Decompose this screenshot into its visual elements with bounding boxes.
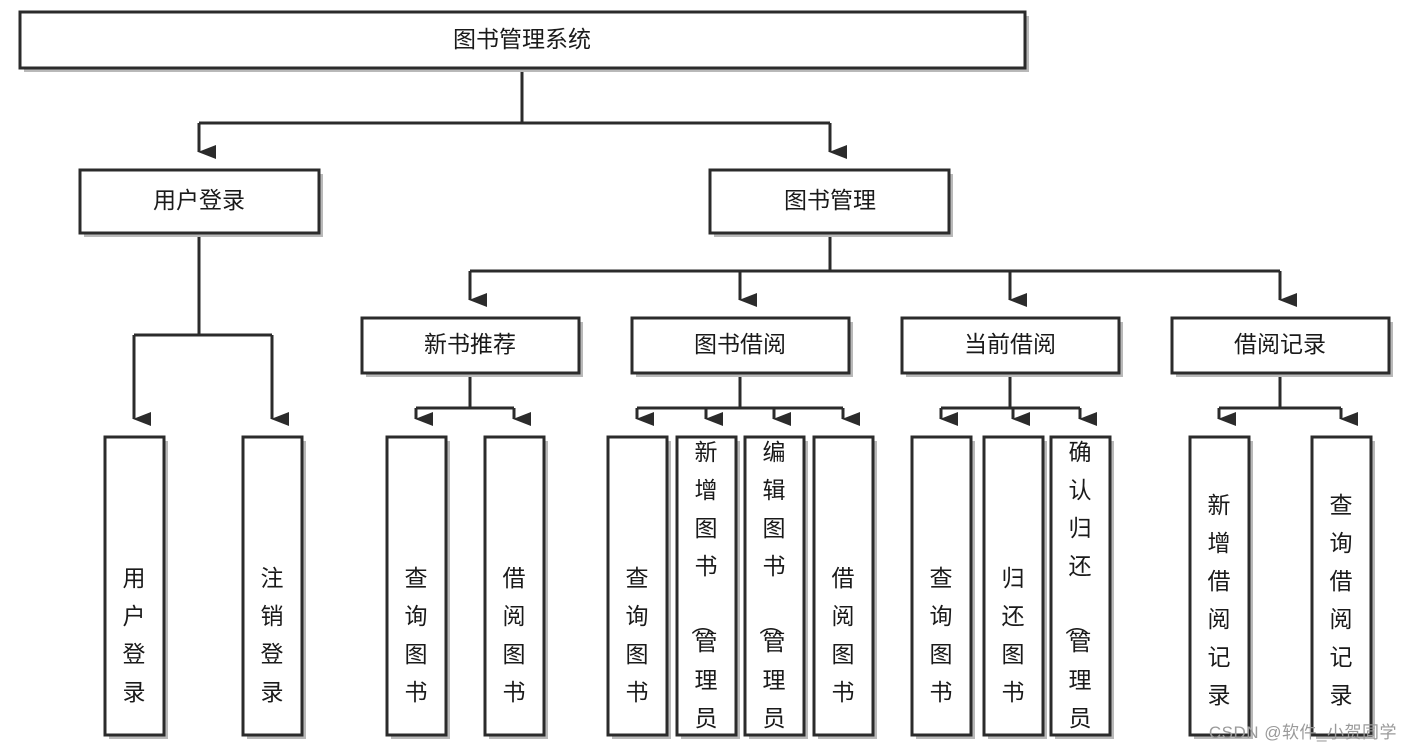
connector-borrow-to-leaves xyxy=(635,373,860,426)
node-user-login-label: 用户登录 xyxy=(153,187,245,213)
node-new-book-recommend[interactable]: 新书推荐 xyxy=(360,316,583,377)
connector-layer xyxy=(132,68,1358,426)
leaf-add-book-admin[interactable]: 新增图书（管理员） xyxy=(675,435,740,747)
leaf-query-book-3-label: 查询图书 xyxy=(930,565,953,705)
leaf-return-book-label: 归还图书 xyxy=(1002,565,1025,705)
node-book-borrow-label: 图书借阅 xyxy=(694,331,786,357)
connector-record-to-leaves xyxy=(1217,373,1358,426)
connector-newbook-to-leaves xyxy=(414,373,531,426)
leaf-return-book[interactable]: 归还图书 xyxy=(982,435,1047,739)
leaf-add-borrow-record[interactable]: 新增借阅记录 xyxy=(1188,435,1253,739)
leaf-borrow-book-1-label: 借阅图书 xyxy=(503,565,526,705)
leaf-borrow-book-1[interactable]: 借阅图书 xyxy=(483,435,548,739)
leaf-query-book-2[interactable]: 查询图书 xyxy=(606,435,671,739)
node-current-borrow-label: 当前借阅 xyxy=(964,331,1056,357)
leaf-user-login[interactable]: 用户登录 xyxy=(103,435,168,739)
leaf-confirm-return-admin[interactable]: 确认归还（管理员） xyxy=(1049,435,1114,747)
leaf-logout-label: 注销登录 xyxy=(261,565,284,705)
leaf-borrow-book-2-label: 借阅图书 xyxy=(832,565,855,705)
leaf-query-book-3[interactable]: 查询图书 xyxy=(910,435,975,739)
node-borrow-record[interactable]: 借阅记录 xyxy=(1170,316,1393,377)
leaf-query-book-1-label: 查询图书 xyxy=(405,565,428,705)
node-root[interactable]: 图书管理系统 xyxy=(18,10,1029,72)
leaf-query-book-1[interactable]: 查询图书 xyxy=(385,435,450,739)
csdn-watermark: CSDN @软件_小贺同学 xyxy=(1208,723,1397,742)
leaf-logout[interactable]: 注销登录 xyxy=(241,435,306,739)
leaf-edit-book-admin[interactable]: 编辑图书（管理员） xyxy=(743,435,808,747)
node-book-management[interactable]: 图书管理 xyxy=(708,168,953,237)
leaf-query-borrow-record-label: 查询借阅记录 xyxy=(1330,492,1353,708)
connector-root-to-level2 xyxy=(197,68,847,159)
leaf-confirm-return-admin-label: 确认归还（管理员） xyxy=(1064,439,1092,747)
leaf-edit-book-admin-label: 编辑图书（管理员） xyxy=(758,439,786,747)
leaf-user-login-label: 用户登录 xyxy=(123,565,146,705)
leaf-query-borrow-record[interactable]: 查询借阅记录 xyxy=(1310,435,1375,739)
leaf-add-book-admin-label: 新增图书（管理员） xyxy=(690,439,718,747)
node-layer: 图书管理系统 用户登录 图书管理 新书推荐 xyxy=(18,10,1393,747)
leaf-query-book-2-label: 查询图书 xyxy=(626,565,649,705)
node-user-login[interactable]: 用户登录 xyxy=(78,168,323,237)
node-new-book-recommend-label: 新书推荐 xyxy=(424,331,516,357)
connector-userlogin-to-leaves xyxy=(132,233,289,426)
node-book-borrow[interactable]: 图书借阅 xyxy=(630,316,853,377)
node-root-label: 图书管理系统 xyxy=(453,26,591,52)
leaf-add-borrow-record-label: 新增借阅记录 xyxy=(1208,492,1231,708)
leaf-borrow-book-2[interactable]: 借阅图书 xyxy=(812,435,877,739)
connector-current-to-leaves xyxy=(939,373,1097,426)
node-borrow-record-label: 借阅记录 xyxy=(1234,331,1326,357)
node-book-management-label: 图书管理 xyxy=(784,187,876,213)
connector-bookmgmt-to-level3 xyxy=(468,233,1297,307)
node-current-borrow[interactable]: 当前借阅 xyxy=(900,316,1123,377)
